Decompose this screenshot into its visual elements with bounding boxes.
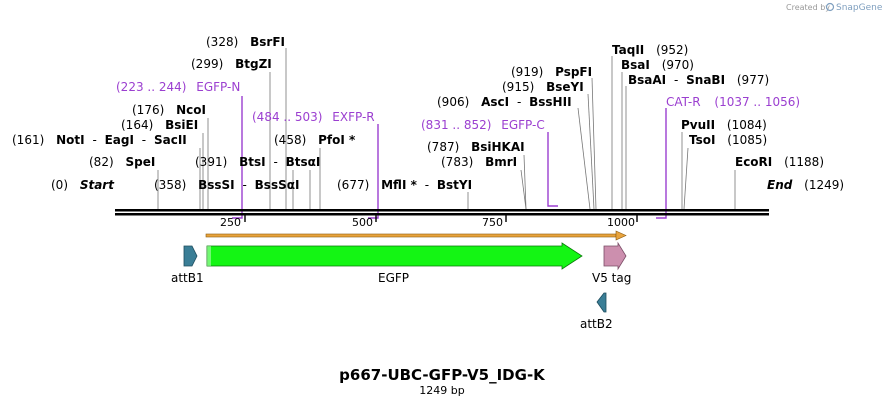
credit-brand: SnapGene — [836, 3, 883, 13]
attb2-feature — [596, 292, 607, 313]
site-label-btgzi: (299) BtgZI — [191, 57, 272, 71]
attb1-feature — [183, 245, 198, 267]
ruler-ticks — [244, 215, 638, 222]
v5-tag-label: V5 tag — [592, 271, 631, 285]
snapgene-logo-icon — [825, 2, 835, 12]
site-label-asci-bsshii: (906) AscI - BssHII — [437, 95, 572, 109]
egfp-feature — [206, 242, 583, 270]
ruler-tick-750: 750 — [482, 216, 503, 229]
site-label-pfoi: (458) PfoI * — [274, 133, 356, 147]
ruler-tick-500: 500 — [352, 216, 373, 229]
attb1-label: attB1 — [171, 271, 204, 285]
site-label-ncoi: (176) NcoI — [132, 103, 206, 117]
egfp-label: EGFP — [378, 271, 409, 285]
ruler-tick-1000: 1000 — [607, 216, 635, 229]
site-label-bsihkai: (787) BsiHKAI — [427, 140, 525, 154]
site-connectors — [157, 48, 736, 210]
primer-labels: (223 .. 244) EGFP-N (484 .. 503) EXFP-R … — [116, 80, 800, 132]
primer-label-egfp-c: (831 .. 852) EGFP-C — [421, 118, 545, 132]
site-label-pvuii: PvuII (1084) — [681, 118, 767, 132]
v5-tag-feature — [603, 241, 627, 271]
site-label-pspfi: (919) PspFI — [511, 65, 592, 79]
sequence-title: p667-UBC-GFP-V5_IDG-K — [339, 366, 546, 384]
egfp-start-hatch — [207, 246, 211, 266]
attb2-label: attB2 — [580, 317, 613, 331]
site-label-bmri: (783) BmrI — [441, 155, 517, 169]
site-label-tsoi: TsoI (1085) — [689, 133, 767, 147]
site-label-bsai: BsaI (970) — [621, 58, 694, 72]
primer-egfp-n-mark — [232, 96, 243, 219]
site-label-bsrfi: (328) BsrFI — [206, 35, 285, 49]
site-label-bsiei: (164) BsiEI — [121, 118, 198, 132]
primer-cat-r-mark — [656, 108, 667, 219]
sequence-length: 1249 bp — [419, 384, 464, 397]
backbone — [115, 209, 769, 216]
start-label: (0) Start — [51, 178, 115, 192]
orf-arrow — [205, 230, 627, 241]
primer-label-cat-r: CAT-R (1037 .. 1056) — [666, 95, 800, 109]
primer-label-egfp-n: (223 .. 244) EGFP-N — [116, 80, 240, 94]
site-label-noti-eagi-sacii: (161) NotI - EagI - SacII — [12, 133, 187, 147]
ruler-tick-250: 250 — [220, 216, 241, 229]
primer-markers — [232, 96, 667, 219]
site-label-btsi-btsai: (391) BtsI - BtsαI — [195, 155, 320, 169]
site-label-spei: (82) SpeI — [89, 155, 155, 169]
primer-label-exfp-r: (484 .. 503) EXFP-R — [252, 110, 375, 124]
site-label-bsaai-snabi: BsaAI - SnaBI (977) — [628, 73, 769, 87]
site-label-bseyi: (915) BseYI — [502, 80, 584, 94]
site-labels: (161) NotI - EagI - SacII (82) SpeI (164… — [12, 35, 824, 192]
site-label-mfli-bstyi: (677) MflI * - BstYI — [337, 178, 472, 192]
end-label: End (1249) — [767, 178, 844, 192]
site-label-taqii: TaqII (952) — [612, 43, 688, 57]
site-label-ecori: EcoRI (1188) — [735, 155, 824, 169]
site-label-bsssi-bssssai: (358) BssSI - BssSαI — [154, 178, 299, 192]
primer-exfp-r-mark — [368, 124, 379, 219]
credit-prefix: Created by — [786, 3, 830, 12]
primer-egfp-c-mark — [547, 132, 558, 207]
